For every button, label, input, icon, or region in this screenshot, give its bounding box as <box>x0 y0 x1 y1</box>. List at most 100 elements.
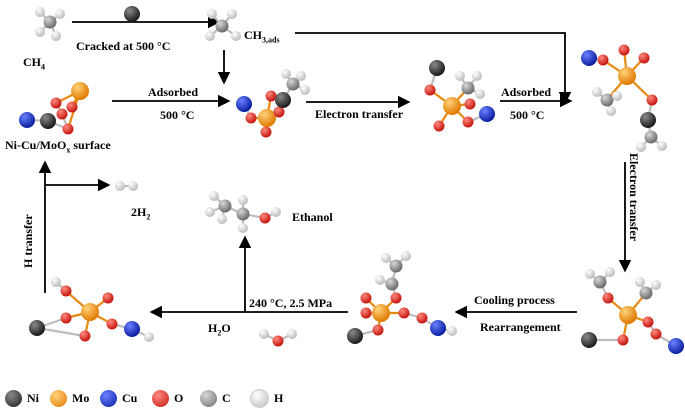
electron-transfer-cluster <box>424 60 495 132</box>
atom-h <box>128 181 138 191</box>
atom-o <box>60 312 72 324</box>
atom-o <box>650 328 662 340</box>
atom-c <box>385 277 399 291</box>
legend-swatch <box>200 389 217 407</box>
atom-o <box>62 123 74 135</box>
atom-h <box>381 253 391 263</box>
ch3-ads-molecule <box>205 9 241 41</box>
rearrangement-label: Rearrangement <box>480 320 561 334</box>
atom-o <box>398 307 410 319</box>
atom-h <box>401 251 411 261</box>
atom-c <box>286 77 300 91</box>
arrows <box>38 15 632 319</box>
ni-atom <box>124 6 140 22</box>
surface-label: Ni-Cu/MoOx surface <box>5 138 111 155</box>
atom-ni <box>29 320 45 336</box>
atom-h <box>447 326 457 336</box>
atom-mo <box>71 82 89 100</box>
legend-item-cu: Cu <box>100 387 137 409</box>
atom-o <box>360 307 372 319</box>
cooling-label: Cooling process <box>474 293 555 307</box>
legend-label: Mo <box>72 390 90 405</box>
atom-o <box>602 292 614 304</box>
h-transfer-label: H transfer <box>21 214 35 268</box>
ethanol-molecule <box>205 191 281 233</box>
atom-h <box>606 106 616 116</box>
atom-cu <box>19 112 35 128</box>
atom-o <box>265 90 277 102</box>
atom-cu <box>581 50 597 66</box>
surface-cluster <box>19 82 89 135</box>
atom-h <box>55 9 65 19</box>
atom-o <box>50 97 62 109</box>
atom-o <box>646 94 658 106</box>
atom-c <box>600 93 614 107</box>
atom-ni <box>275 92 291 108</box>
atom-o <box>642 316 654 328</box>
atom-h <box>612 91 622 101</box>
atom-h <box>51 277 61 287</box>
legend-label: C <box>222 390 231 405</box>
temp-label-2: 500 °C <box>510 108 545 122</box>
atom-cu <box>668 338 684 354</box>
final-surface-cluster <box>29 277 154 342</box>
atom-o <box>60 285 72 297</box>
atom-legend: Ni Mo Cu O C H <box>0 387 685 409</box>
atom-h <box>144 332 154 342</box>
bond <box>36 326 86 338</box>
atom-o <box>102 292 114 304</box>
atom-o <box>259 212 271 224</box>
atom-mo <box>618 67 636 85</box>
atom-o <box>372 324 384 336</box>
atom-cu <box>430 320 446 336</box>
atom-h <box>209 191 219 201</box>
legend-item-mo: Mo <box>50 387 89 409</box>
atom-h <box>231 31 241 41</box>
atom-o <box>360 292 372 304</box>
atom-o <box>273 106 285 118</box>
atom-o <box>433 120 445 132</box>
atom-h <box>281 69 291 79</box>
atom-h <box>636 142 646 152</box>
atom-c <box>215 19 229 33</box>
legend-label: Cu <box>122 390 138 405</box>
legend-swatch <box>5 389 22 407</box>
atom-o <box>106 318 118 330</box>
atom-c <box>236 207 250 221</box>
atom-h <box>205 31 215 41</box>
atom-o <box>424 84 436 96</box>
legend-swatch <box>100 389 117 407</box>
atom-h <box>115 181 125 191</box>
legend-item-c: C <box>200 387 231 409</box>
atom-o <box>462 116 474 128</box>
atom-o <box>79 330 91 342</box>
ch4-label: CH4 <box>23 55 45 72</box>
atom-o <box>66 101 78 113</box>
water-label: H2O <box>208 321 231 338</box>
atom-h <box>238 223 248 233</box>
atom-o <box>617 334 629 346</box>
atom-cu <box>124 321 140 337</box>
atom-c <box>593 275 607 289</box>
temp-label-1: 500 °C <box>160 108 195 122</box>
atom-h <box>657 141 667 151</box>
atom-h <box>35 7 45 17</box>
atom-mo <box>81 303 99 321</box>
atom-o <box>638 52 650 64</box>
atom-h <box>217 214 227 224</box>
adsorbed-cluster-1 <box>236 69 310 138</box>
legend-swatch <box>50 389 67 407</box>
atom-h <box>475 89 485 99</box>
atom-h <box>259 329 269 339</box>
atom-h <box>296 71 306 81</box>
atom-c <box>461 81 475 95</box>
atom-h <box>227 9 237 19</box>
ch3-ads-label: CH3,ads <box>244 28 280 45</box>
atom-h <box>651 280 661 290</box>
adsorbed-label-2: Adsorbed <box>501 85 552 99</box>
legend-item-h: H <box>250 387 283 409</box>
atom-c <box>218 199 232 213</box>
atom-c <box>389 259 403 273</box>
